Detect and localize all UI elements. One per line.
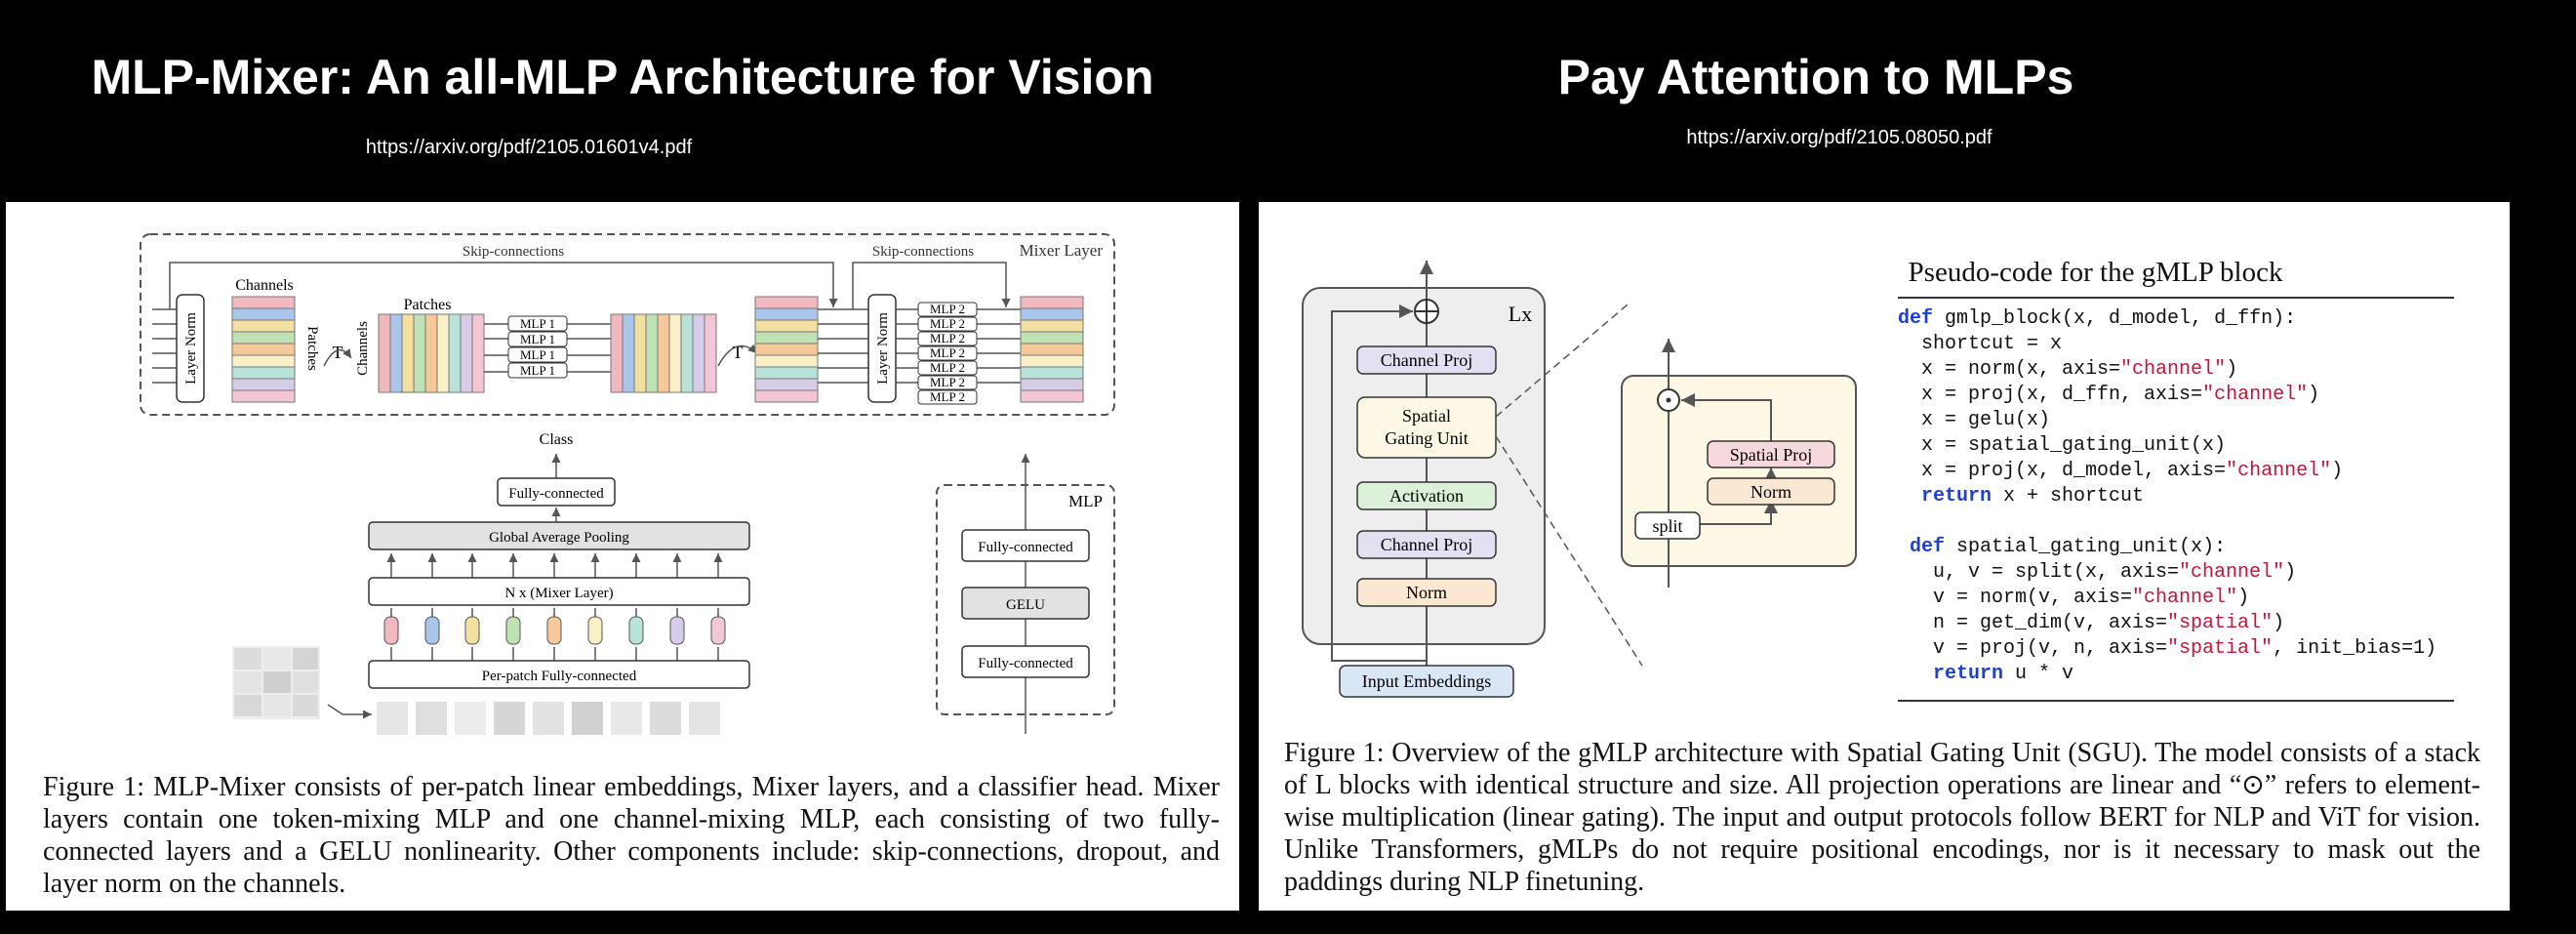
svg-text:MLP 2: MLP 2 xyxy=(930,360,965,375)
svg-text:T: T xyxy=(333,343,343,362)
code-line: def spatial_gating_unit(x): xyxy=(1910,536,2227,558)
svg-text:MLP: MLP xyxy=(1068,492,1103,510)
right-paper-title: Pay Attention to MLPs xyxy=(1557,50,2074,104)
svg-text:Activation: Activation xyxy=(1389,486,1464,506)
code-line: x = norm(x, axis="channel") xyxy=(1898,358,2238,381)
pseudo-code-rule-bottom xyxy=(1898,700,2454,702)
svg-text:MLP 2: MLP 2 xyxy=(930,389,965,404)
svg-text:MLP 2: MLP 2 xyxy=(930,345,965,360)
code-line: x = proj(x, d_ffn, axis="channel") xyxy=(1898,384,2320,406)
spatial-gating-unit xyxy=(1356,396,1497,459)
code-line: u, v = split(x, axis="channel") xyxy=(1898,561,2297,584)
split xyxy=(1634,511,1701,540)
code-line: x = spatial_gating_unit(x) xyxy=(1898,434,2227,457)
svg-text:Patches: Patches xyxy=(404,297,452,313)
mixer-layer-label: Mixer Layer xyxy=(1020,241,1104,260)
channel-proj-top xyxy=(1356,345,1497,375)
svg-text:Channel Proj: Channel Proj xyxy=(1381,535,1473,554)
code-line: v = proj(v, n, axis="spatial", init_bias… xyxy=(1898,637,2437,660)
layer-norm-1 xyxy=(176,294,205,403)
svg-text:Per-patch Fully-connected: Per-patch Fully-connected xyxy=(482,669,637,684)
channel-proj-bottom xyxy=(1356,530,1497,559)
svg-text:Norm: Norm xyxy=(1406,583,1447,602)
left-figure-caption: Figure 1: MLP-Mixer consists of per-patc… xyxy=(43,772,1220,899)
mlp1-group: MLP 1 MLP 1 MLP 1 MLP 1 xyxy=(507,315,568,379)
left-figure-panel: Mixer Layer Skip-connections Skip-connec… xyxy=(6,202,1239,911)
svg-text:Channels: Channels xyxy=(235,277,294,294)
class-label: Class xyxy=(540,431,574,448)
svg-text:GELU: GELU xyxy=(1006,597,1045,613)
classifier-fc xyxy=(497,477,616,507)
mlp-gelu xyxy=(961,587,1090,620)
svg-text:MLP 2: MLP 2 xyxy=(930,316,965,331)
svg-text:MLP 2: MLP 2 xyxy=(930,375,965,389)
norm xyxy=(1356,578,1497,607)
svg-text:MLP 1: MLP 1 xyxy=(520,363,555,378)
sgu-norm xyxy=(1707,477,1835,506)
code-line: shortcut = x xyxy=(1898,333,2063,355)
svg-text:Fully-connected: Fully-connected xyxy=(508,486,604,502)
svg-text:Spatial: Spatial xyxy=(1402,406,1451,426)
svg-text:Skip-connections: Skip-connections xyxy=(463,244,564,260)
svg-text:Fully-connected: Fully-connected xyxy=(978,540,1073,555)
code-line: return x + shortcut xyxy=(1921,485,2145,508)
svg-text:Norm: Norm xyxy=(1751,482,1791,502)
svg-text:MLP 1: MLP 1 xyxy=(520,332,555,346)
activation xyxy=(1356,481,1497,510)
mlp-mixer-diagram: Mixer Layer Skip-connections Skip-connec… xyxy=(140,233,1115,735)
svg-text:Channels: Channels xyxy=(355,321,371,376)
svg-text:Layer Norm: Layer Norm xyxy=(183,312,199,385)
spatial-proj xyxy=(1707,440,1835,468)
input-image-patches xyxy=(232,646,720,735)
patches-grid xyxy=(378,313,485,393)
mlp-fc-bottom xyxy=(961,645,1090,678)
svg-text:N x (Mixer Layer): N x (Mixer Layer) xyxy=(504,586,613,601)
code-line: x = proj(x, d_model, axis="channel") xyxy=(1898,460,2344,482)
svg-text:split: split xyxy=(1652,516,1682,536)
mlp-fc-top xyxy=(961,529,1090,562)
svg-text:T: T xyxy=(733,343,744,362)
mixer-layer-stack xyxy=(368,577,750,606)
svg-text:Skip-connections: Skip-connections xyxy=(872,244,974,260)
mlp2-group: MLP 2 MLP 2 MLP 2 MLP 2 MLP 2 MLP 2 MLP … xyxy=(917,302,978,405)
gmlp-diagram: Lx Channel Proj Spatial Gating Unit Acti… xyxy=(1302,261,1857,698)
svg-text:Input Embeddings: Input Embeddings xyxy=(1362,671,1492,691)
svg-text:Fully-connected: Fully-connected xyxy=(978,656,1073,671)
channels-stack xyxy=(231,296,296,403)
svg-text:MLP 1: MLP 1 xyxy=(520,347,555,362)
svg-text:Lx: Lx xyxy=(1509,302,1532,326)
pseudo-code-title: Pseudo-code for the gMLP block xyxy=(1908,257,2283,288)
mixer-layer-box xyxy=(140,233,1115,416)
pseudo-code-rule-top xyxy=(1898,297,2454,299)
svg-text:MLP 2: MLP 2 xyxy=(930,302,965,316)
right-paper-url[interactable]: https://arxiv.org/pdf/2105.08050.pdf xyxy=(1686,127,1992,148)
left-paper-url[interactable]: https://arxiv.org/pdf/2105.01601v4.pdf xyxy=(365,137,693,158)
right-figure-panel: Lx Channel Proj Spatial Gating Unit Acti… xyxy=(1259,202,2510,911)
svg-text:Gating Unit: Gating Unit xyxy=(1385,428,1469,448)
svg-text:MLP 1: MLP 1 xyxy=(520,316,555,331)
svg-text:Global Average Pooling: Global Average Pooling xyxy=(489,530,629,546)
svg-text:MLP 2: MLP 2 xyxy=(930,331,965,345)
per-patch-fc xyxy=(368,660,750,689)
svg-text:Spatial Proj: Spatial Proj xyxy=(1730,445,1813,465)
code-line: def gmlp_block(x, d_model, d_ffn): xyxy=(1898,307,2297,330)
token-embeddings xyxy=(383,616,726,645)
global-average-pooling xyxy=(368,521,750,550)
input-embeddings xyxy=(1339,665,1514,698)
svg-text:Patches: Patches xyxy=(304,326,320,371)
svg-text:Channel Proj: Channel Proj xyxy=(1381,350,1473,370)
right-figure-caption: Figure 1: Overview of the gMLP architect… xyxy=(1284,738,2480,897)
layer-norm-2 xyxy=(867,294,897,403)
code-line: v = norm(v, axis="channel") xyxy=(1898,587,2250,609)
code-line: n = get_dim(v, axis="spatial") xyxy=(1898,612,2285,634)
code-line: x = gelu(x) xyxy=(1898,409,2051,431)
svg-text:Layer Norm: Layer Norm xyxy=(875,312,891,385)
code-line: return u * v xyxy=(1933,663,2074,685)
left-paper-title: MLP-Mixer: An all-MLP Architecture for V… xyxy=(91,50,1154,104)
pseudo-code-block: def gmlp_block(x, d_model, d_ffn): short… xyxy=(1898,307,2483,717)
